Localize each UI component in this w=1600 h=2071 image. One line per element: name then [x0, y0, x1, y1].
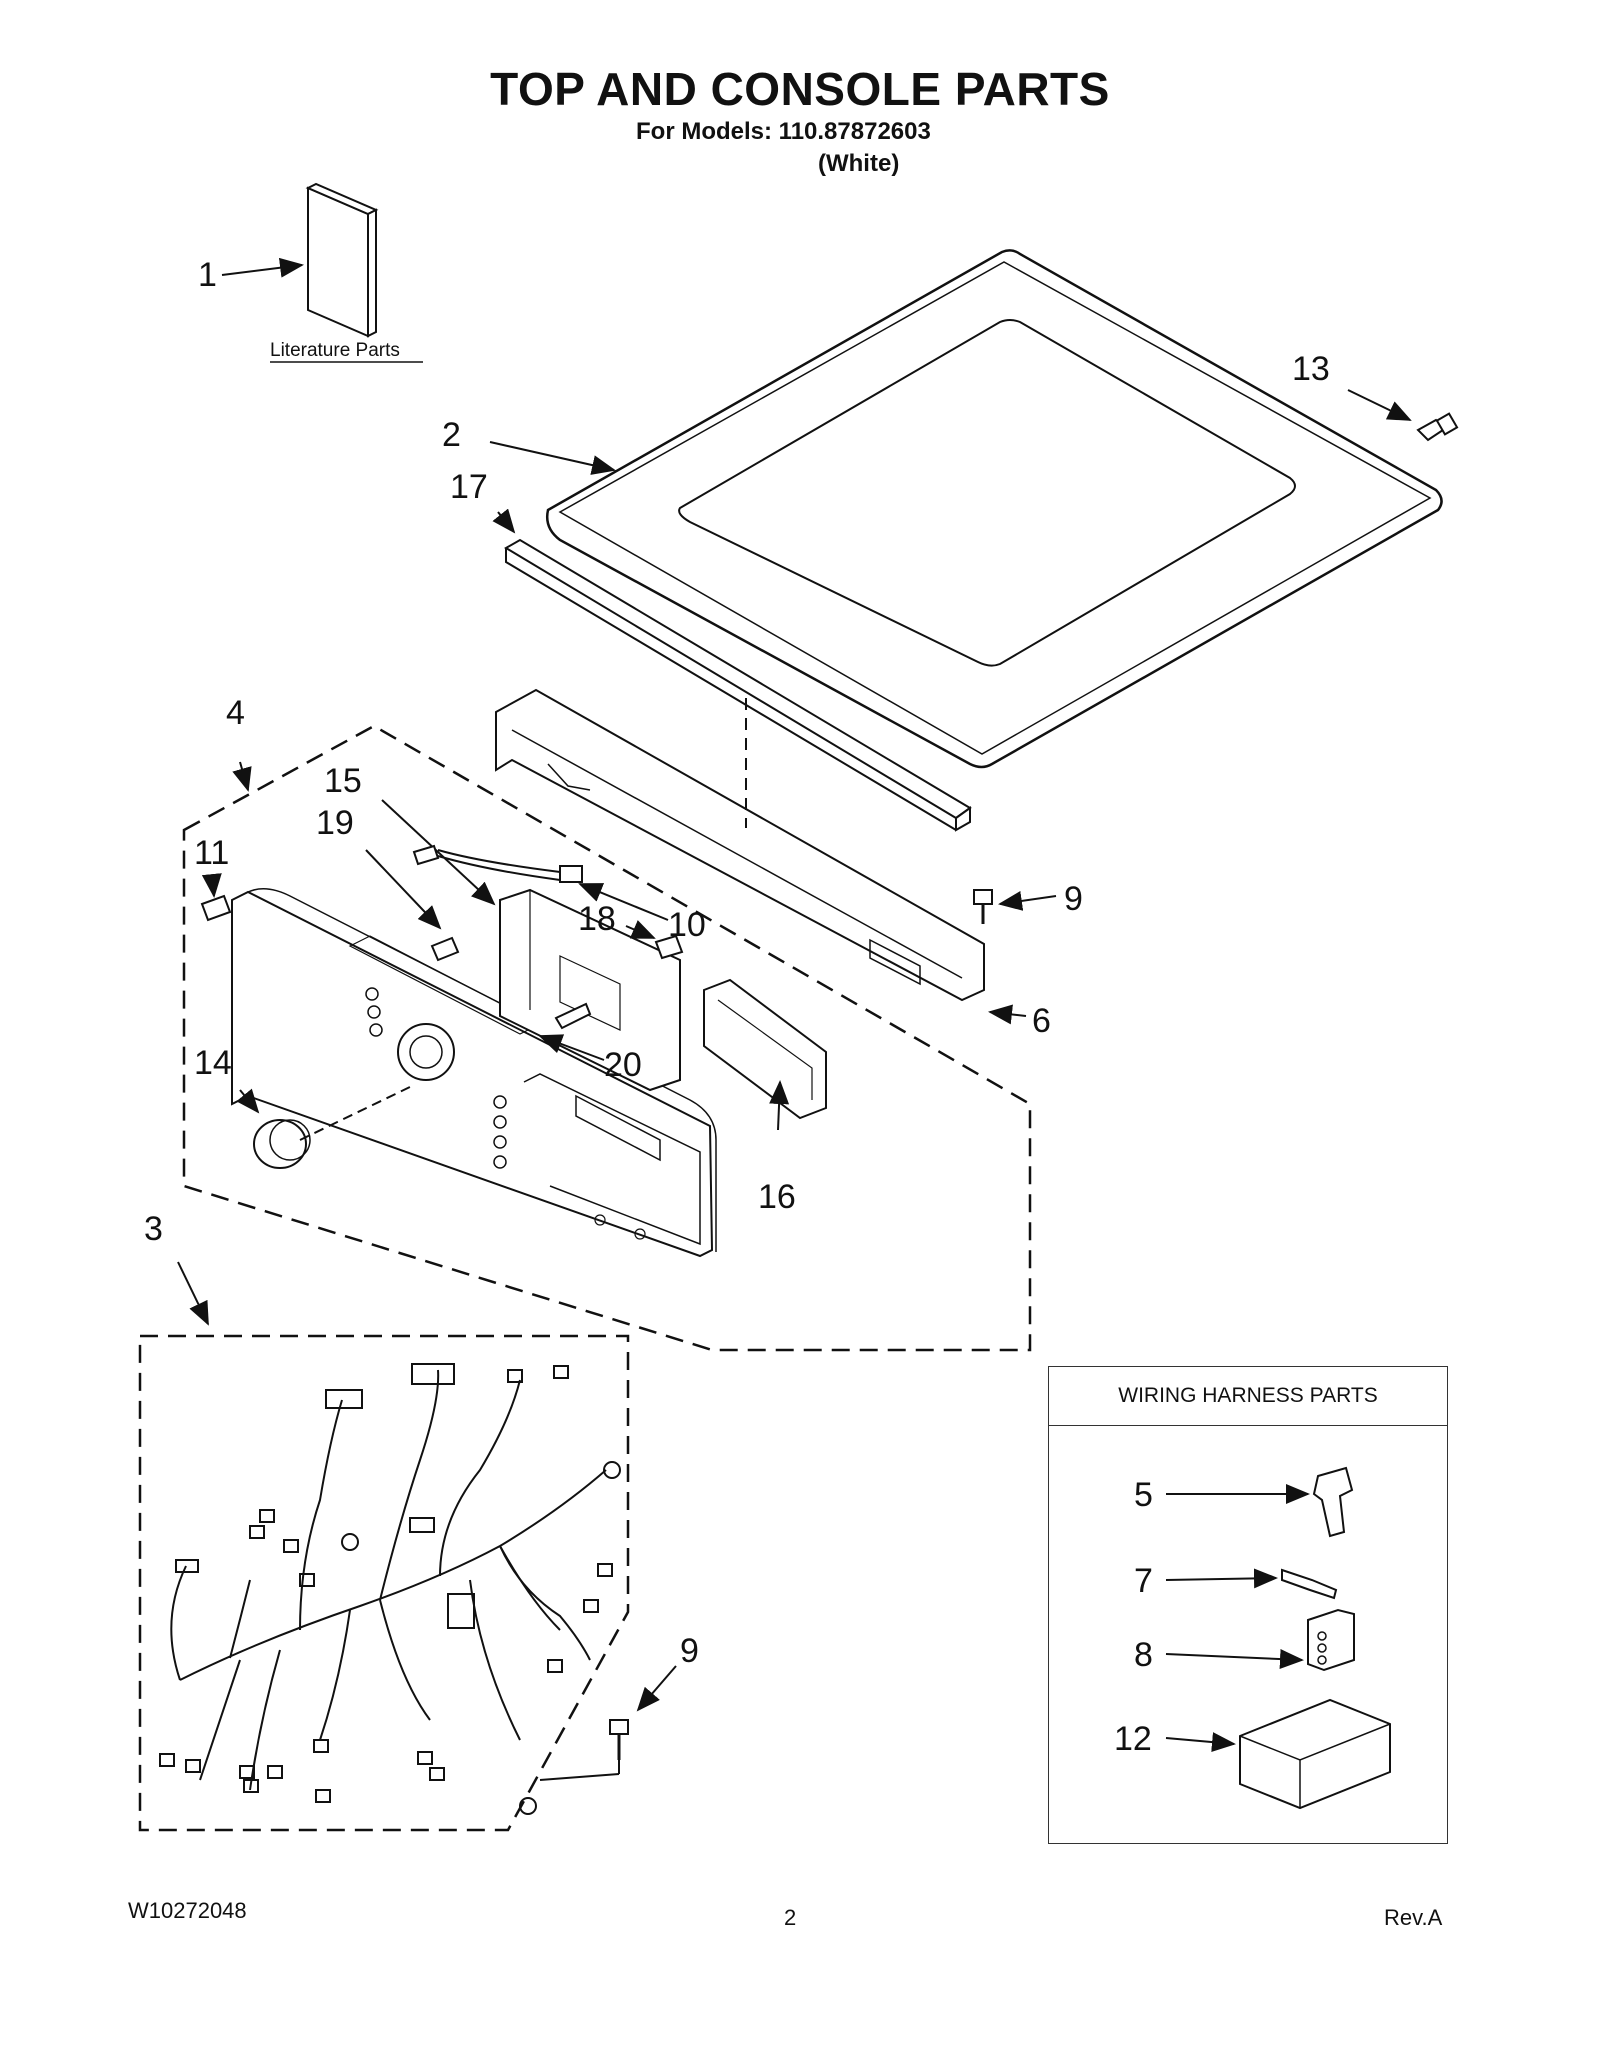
callout-15: 15 [324, 762, 362, 800]
callout-6: 6 [1032, 1002, 1051, 1040]
part-5-clip [1166, 1466, 1354, 1538]
callout-9b: 9 [680, 1632, 699, 1670]
connector-10 [412, 844, 669, 921]
callout-9a: 9 [1064, 880, 1083, 918]
callout-11: 11 [194, 834, 229, 872]
clip-18 [625, 920, 684, 960]
callout-13: 13 [1292, 350, 1330, 388]
front-strip [492, 508, 972, 832]
callout-20: 20 [604, 1046, 642, 1084]
part-12-connector-block [1165, 1698, 1391, 1810]
knob-14 [236, 1085, 413, 1169]
control-board-15 [381, 799, 681, 1092]
models-line: For Models: 110.87872603 [636, 118, 931, 145]
top-panel [489, 249, 1443, 769]
screw-9-lower [539, 1665, 677, 1781]
page-title: TOP AND CONSOLE PARTS [490, 63, 1110, 115]
callout-4: 4 [226, 694, 245, 732]
console-group-outline [182, 724, 1032, 1352]
box-item-8: 8 [1134, 1636, 1153, 1674]
wiring-harness [159, 1363, 621, 1815]
part-7-terminal [1165, 1568, 1338, 1600]
control-module-16 [703, 978, 827, 1131]
console-bracket [495, 688, 1027, 1025]
lever-20 [538, 1002, 605, 1061]
harness-group-outline [138, 1334, 630, 1832]
callout-2: 2 [442, 416, 461, 454]
literature-label: Literature Parts [270, 340, 400, 361]
doc-number: W10272048 [128, 1898, 247, 1923]
box-item-5: 5 [1134, 1476, 1153, 1514]
callout-18: 18 [578, 900, 616, 938]
connector-11 [200, 873, 232, 922]
literature-booklet [221, 182, 379, 338]
callout-19: 19 [316, 804, 354, 842]
callout-3: 3 [144, 1210, 163, 1248]
box-item-7: 7 [1134, 1562, 1153, 1600]
screw-19 [365, 849, 460, 962]
screw-9-upper [973, 889, 1057, 924]
wiring-box-title: WIRING HARNESS PARTS [1049, 1367, 1447, 1426]
page-number: 2 [784, 1905, 797, 1930]
callout-16: 16 [758, 1178, 796, 1216]
color-line: (White) [818, 150, 900, 177]
callout-1: 1 [198, 256, 217, 294]
revision: Rev.A [1384, 1905, 1443, 1930]
callout-17: 17 [450, 468, 488, 506]
screw-13 [1347, 389, 1459, 442]
wiring-harness-parts-box: WIRING HARNESS PARTS [1048, 1366, 1448, 1844]
part-8-housing [1165, 1608, 1355, 1672]
box-item-12: 12 [1114, 1720, 1152, 1758]
callout-14: 14 [194, 1044, 232, 1082]
